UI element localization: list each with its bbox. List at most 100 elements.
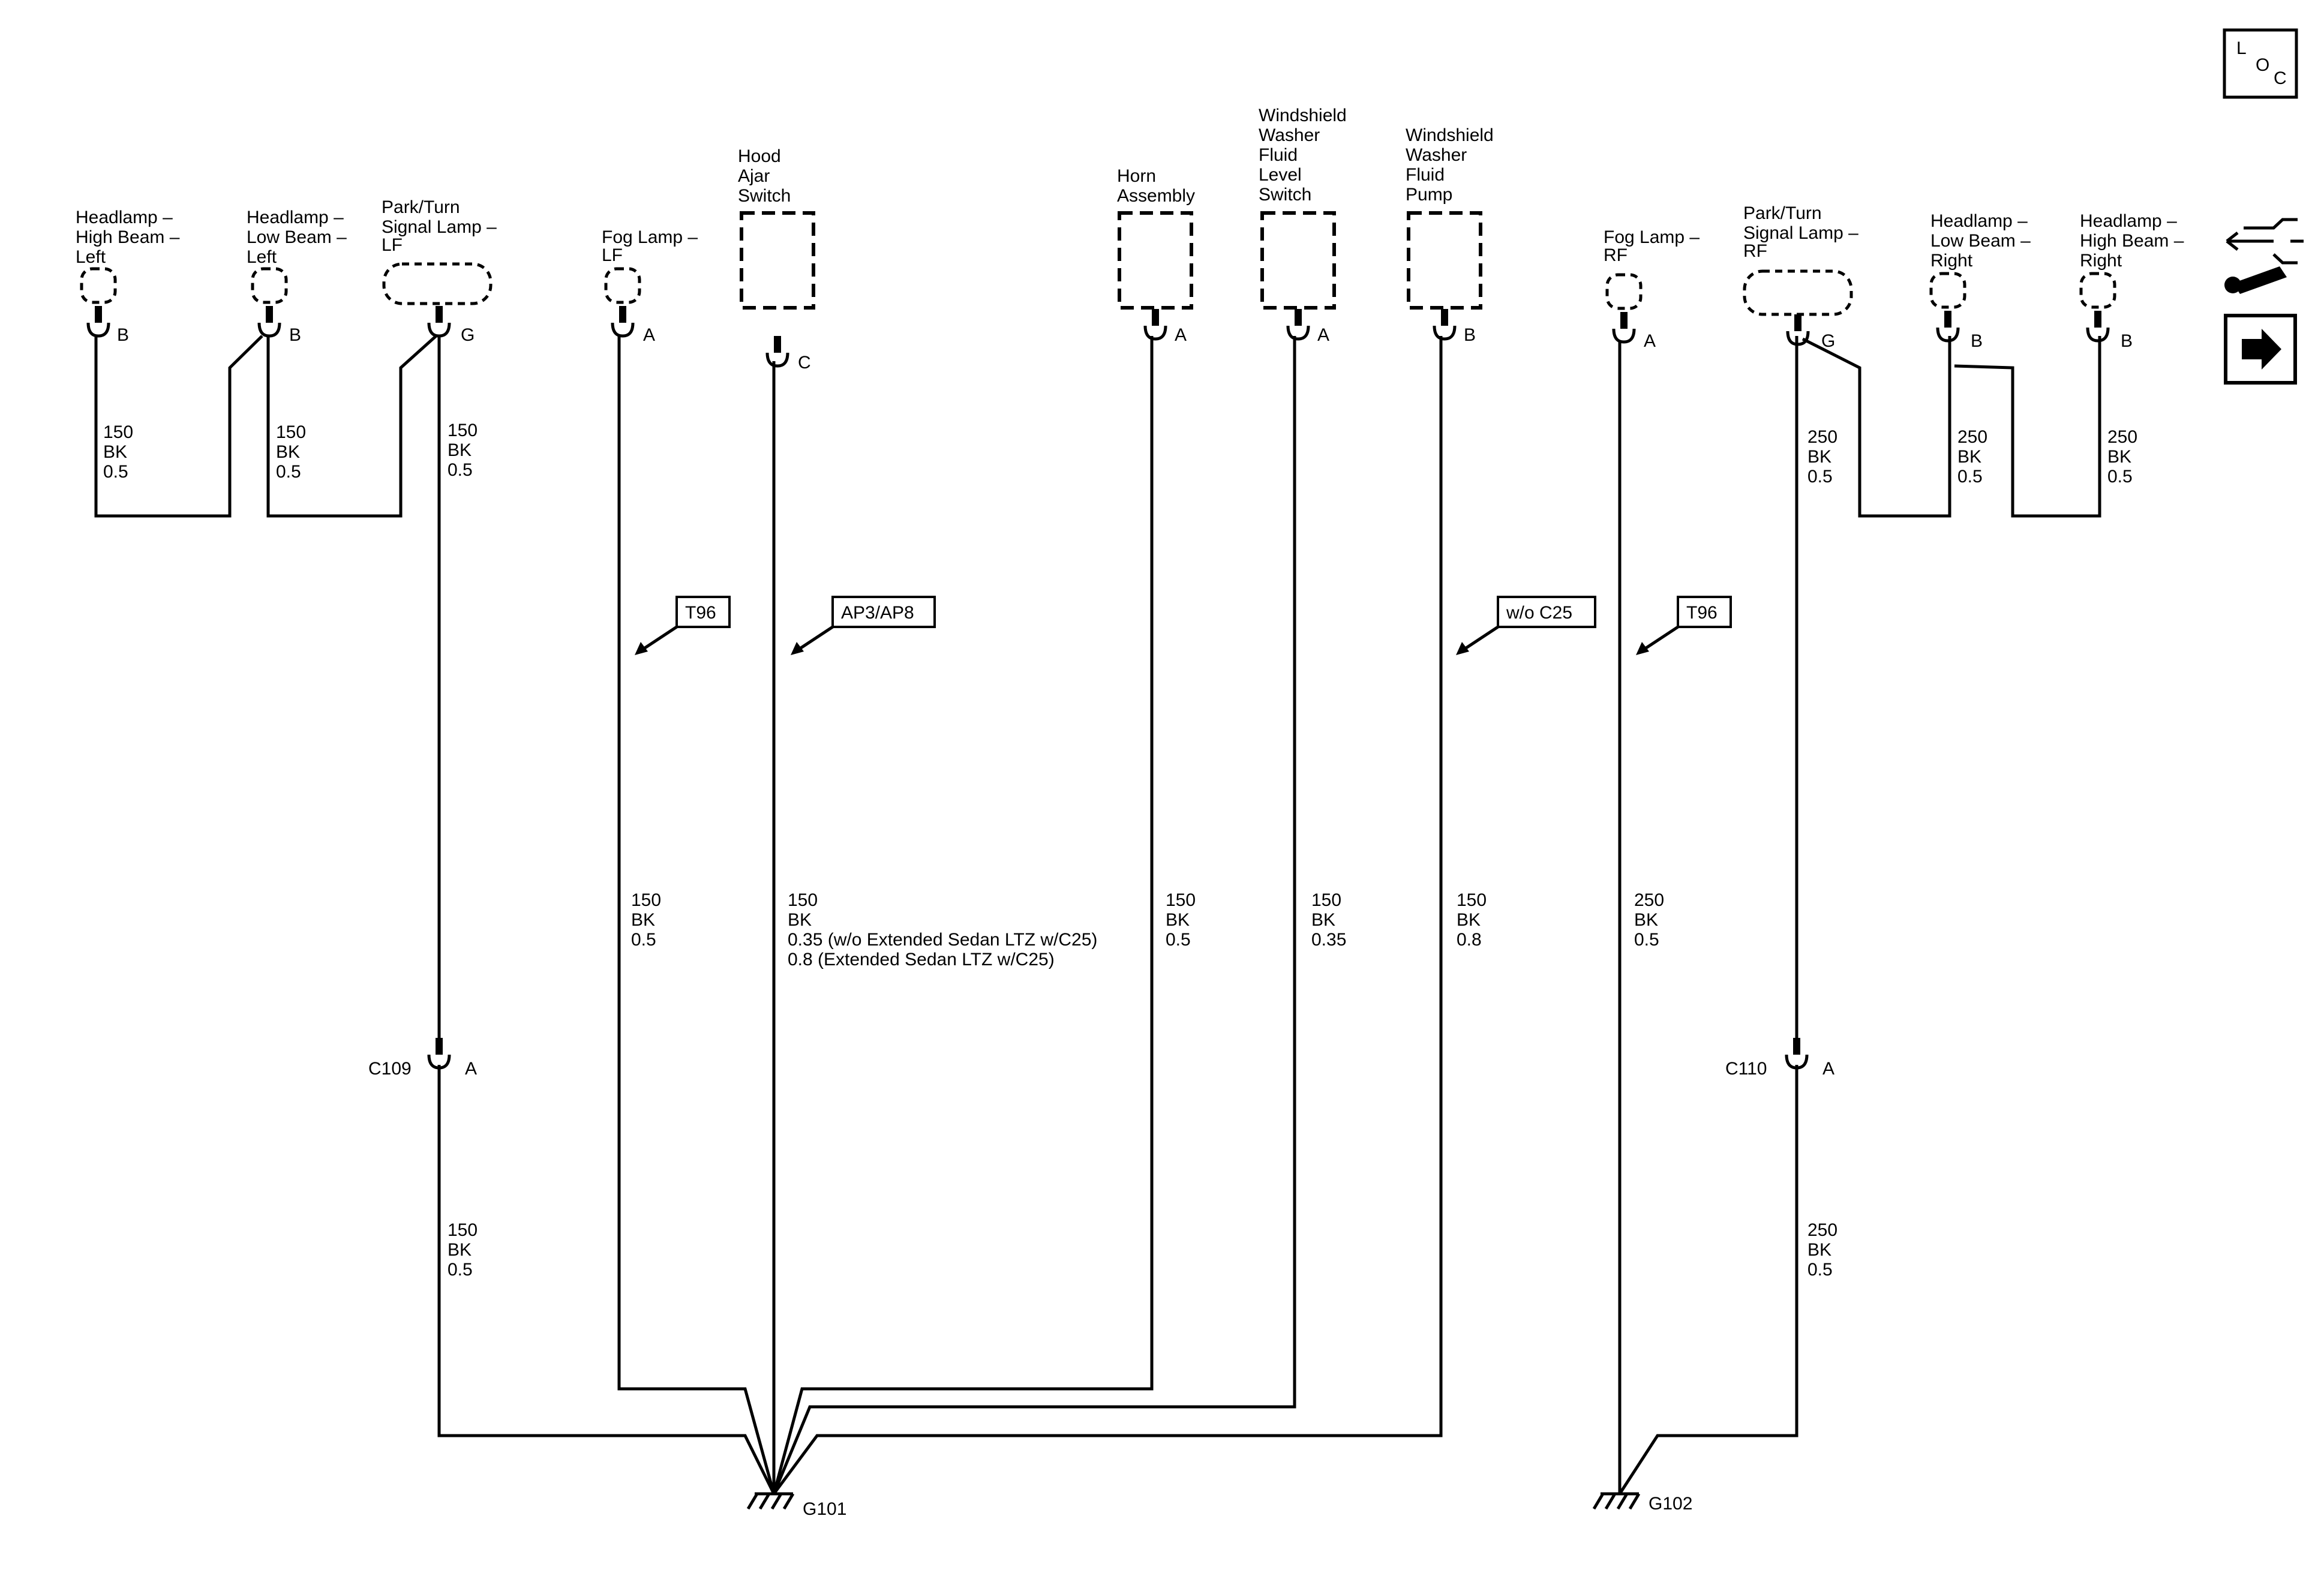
pin-letter: B [2121,331,2133,351]
washer-level-pin [1286,309,1310,341]
wire-c109-to-g101 [437,1065,776,1495]
ground-label: G102 [1649,1494,1692,1514]
headlamp-low-right-pin [1936,311,1960,343]
headlamp-high-right-outline [2079,272,2116,309]
label-fog-lf: Fog Lamp – LF [602,227,702,265]
fog-rf-pin [1612,312,1636,344]
hood-ajar-switch-outline [740,211,815,310]
headlamp-high-right-pin [2086,311,2110,343]
pin-letter: G [461,325,475,345]
fog-lf-pin [611,306,635,338]
ground-g101: G101 [746,1492,846,1519]
wire-headlamp-low-right [1801,336,1951,518]
next-page-arrow-icon[interactable] [2224,314,2297,385]
pin-letter: A [1175,325,1187,345]
option-callout-fog-rf: T96 [1636,596,1732,655]
horn-assembly-outline [1118,211,1193,310]
label-headlamp-high-left: Headlamp – High Beam – Left [76,208,185,267]
inline-connector-c110: C110 A [1725,1059,1834,1079]
label-washer-level-switch: Windshield Washer Fluid Level Switch [1259,106,1352,205]
label-headlamp-high-right: Headlamp – High Beam – Right [2080,211,2189,271]
svg-text:T96: T96 [685,603,716,623]
option-callout-washer-pump: w/o C25 [1456,596,1596,655]
pin-letter: G [1821,331,1835,351]
wire-label-washer-pump: 150 BK 0.8 [1457,890,1491,950]
svg-text:T96: T96 [1686,603,1718,623]
label-headlamp-low-right: Headlamp – Low Beam – Right [1930,211,2035,271]
label-washer-pump: Windshield Washer Fluid Pump [1406,125,1499,205]
fog-lf-outline [604,267,641,304]
hood-ajar-pin [765,336,789,368]
label-park-turn-lf: Park/Turn Signal Lamp – LF [382,197,502,255]
label-fog-rf: Fog Lamp – RF [1604,227,1704,265]
wire-label-hood-ajar: 150 BK 0.35 (w/o Extended Sedan LTZ w/C2… [788,890,1103,969]
wire-headlamp-high-left [94,335,263,518]
svg-text:O: O [2256,55,2269,75]
loc-icon[interactable]: L O C [2223,28,2298,99]
connector-pin: A [465,1059,477,1079]
svg-text:AP3/AP8: AP3/AP8 [841,603,914,623]
wire-fog-lf [617,336,776,1494]
fog-rf-outline [1605,273,1643,310]
c110-pin [1785,1038,1809,1070]
headlamp-high-left-outline [80,267,117,304]
connector-pin: A [1822,1059,1834,1079]
pin-letter: A [1644,331,1656,351]
wire-label-c110-ground: 250 BK 0.5 [1807,1220,1842,1280]
wire-c110-to-g102 [1618,1065,1798,1495]
pin-letter: B [1464,325,1476,345]
wire-label-park-turn-rf: 250 BK 0.5 [1807,427,1842,487]
wire-headlamp-low-left [266,335,437,518]
ground-label: G101 [803,1499,846,1519]
park-turn-rf-pin [1786,314,1810,346]
wire-horn [772,336,1154,1494]
option-callouts: T96 AP3/AP8 w/o C25 T96 [635,596,1732,655]
pin-letter: C [798,353,811,373]
wire-label-washer-level: 150 BK 0.35 [1311,890,1346,950]
wire-label-fog-lf: 150 BK 0.5 [631,890,666,950]
wire-label-headlamp-low-left: 150 BK 0.5 [276,422,311,482]
connector-name: C110 [1725,1059,1767,1079]
wire-washer-pump [772,336,1443,1495]
wire-labels: 150 BK 0.5 150 BK 0.5 150 BK 0.5 150 BK … [103,421,2142,1280]
ground-g102: G102 [1592,1492,1692,1514]
pin-letter: B [117,325,129,345]
wire-washer-level [772,336,1296,1494]
wire-network [94,335,2101,1495]
option-callout-fog-lf: T96 [635,596,731,655]
headlamp-high-left-pin [86,306,110,338]
wire-label-headlamp-low-right: 250 BK 0.5 [1957,427,1992,487]
label-park-turn-rf: Park/Turn Signal Lamp – RF [1743,203,1863,261]
horn-pin [1143,309,1167,341]
headlamp-low-right-outline [1929,272,1966,309]
connector-tool-icon[interactable] [2224,218,2304,294]
wire-label-fog-rf: 250 BK 0.5 [1634,890,1669,950]
pin-letters: B B G A C A A B A G B B [117,325,2133,373]
pin-letter: A [1317,325,1329,345]
wire-label-headlamp-high-right: 250 BK 0.5 [2107,427,2142,487]
pin-letter: B [289,325,301,345]
headlamp-low-left-pin [257,306,281,338]
component-labels: Headlamp – High Beam – Left Headlamp – L… [76,106,2189,271]
pin-letter: A [643,325,655,345]
park-turn-lf-outline [382,262,493,305]
option-callout-hood-ajar: AP3/AP8 [791,596,936,655]
washer-pump-pin [1433,309,1457,341]
washer-pump-outline [1407,211,1482,310]
svg-text:w/o C25: w/o C25 [1506,603,1572,623]
connector-name: C109 [368,1059,412,1079]
wire-label-headlamp-high-left: 150 BK 0.5 [103,422,138,482]
pin-letter: B [1971,331,1983,351]
inline-connector-c109: C109 A [368,1059,477,1079]
c109-pin [427,1038,451,1070]
washer-level-switch-outline [1260,211,1336,310]
wire-label-horn: 150 BK 0.5 [1166,890,1200,950]
label-hood-ajar-switch: Hood Ajar Switch [738,146,791,206]
park-turn-lf-pin [427,306,451,338]
headlamp-low-left-outline [251,267,288,304]
wire-label-c109-ground: 150 BK 0.5 [448,1220,482,1280]
pin-symbols [86,306,2110,1070]
park-turn-rf-outline [1743,269,1853,316]
svg-text:L: L [2236,38,2247,58]
